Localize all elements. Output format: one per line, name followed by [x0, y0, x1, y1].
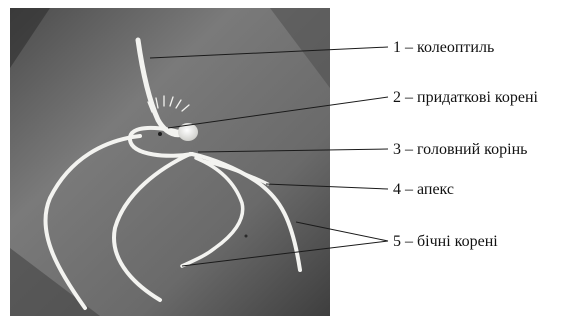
leader-line-1 — [150, 47, 388, 58]
label-apex: 4 – апекс — [393, 182, 454, 198]
leader-line-4 — [266, 184, 388, 189]
leader-line-5b — [182, 241, 388, 266]
label-coleoptile: 1 – колеоптиль — [393, 40, 494, 56]
label-main-root: 3 – головний корінь — [393, 142, 527, 158]
leader-line-5a — [296, 222, 388, 241]
leader-line-2 — [168, 97, 388, 128]
label-adventitious-roots: 2 – придаткові корені — [393, 90, 538, 106]
label-lateral-roots: 5 – бічні корені — [393, 234, 498, 250]
leader-line-3 — [198, 149, 388, 152]
